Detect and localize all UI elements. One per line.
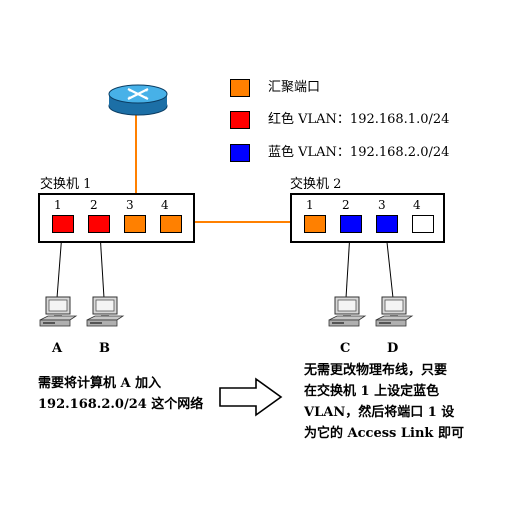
legend-label-trunk: 汇聚端口 xyxy=(268,80,321,95)
pc-d-cable xyxy=(385,232,394,299)
switch2-port3 xyxy=(376,215,398,233)
note-right-line: 无需更改物理布线，只要 xyxy=(304,363,448,378)
pc-a-cable xyxy=(56,232,63,299)
note-right-line: 为它的 Access Link 即可 xyxy=(304,426,464,441)
switch2-port2 xyxy=(340,215,362,233)
right-arrow-icon xyxy=(219,377,283,417)
legend-label-red-vlan: 红色 VLAN：192.168.1.0/24 xyxy=(268,112,450,127)
computer-icon xyxy=(328,296,367,327)
legend-swatch-trunk xyxy=(230,79,250,97)
switch1-port1 xyxy=(52,215,74,233)
computer-d-label: D xyxy=(387,341,399,356)
switch1-port4-number: 4 xyxy=(161,198,169,212)
computer-b-label: B xyxy=(99,341,110,356)
switch1-label: 交换机 1 xyxy=(40,177,92,192)
switch2-port2-number: 2 xyxy=(342,198,350,212)
legend-swatch-blue-vlan xyxy=(230,144,250,162)
legend-swatch-red-vlan xyxy=(230,111,250,129)
note-left: 需要将计算机 A 加入 192.168.2.0/24 这个网络 xyxy=(38,373,203,415)
computer-c-label: C xyxy=(340,341,351,356)
switch2-port4-number: 4 xyxy=(413,198,421,212)
switch2: 1 2 3 4 xyxy=(290,193,445,243)
switch2-port1-number: 1 xyxy=(306,198,314,212)
switch1-port3 xyxy=(124,215,146,233)
note-right-line: VLAN，然后将端口 1 设 xyxy=(304,405,455,420)
switch1-port3-number: 3 xyxy=(126,198,134,212)
router-icon xyxy=(108,84,168,116)
legend-label-blue-vlan: 蓝色 VLAN：192.168.2.0/24 xyxy=(268,145,450,160)
switch1: 1 2 3 4 xyxy=(38,193,195,243)
switch1-port1-number: 1 xyxy=(54,198,62,212)
computer-icon xyxy=(86,296,125,327)
switch2-label: 交换机 2 xyxy=(290,177,342,192)
computer-a-label: A xyxy=(52,341,63,356)
note-left-line: 192.168.2.0/24 这个网络 xyxy=(38,397,204,412)
switch1-port2-number: 2 xyxy=(90,198,98,212)
switch1-port4 xyxy=(160,215,182,233)
computer-icon xyxy=(39,296,78,327)
note-right: 无需更改物理布线，只要 在交换机 1 上设定蓝色 VLAN，然后将端口 1 设 … xyxy=(304,360,464,444)
pc-b-cable xyxy=(99,232,105,299)
pc-c-cable xyxy=(345,232,351,299)
switch2-port4 xyxy=(412,215,434,233)
note-left-line: 需要将计算机 A 加入 xyxy=(38,376,162,391)
switch1-port2 xyxy=(88,215,110,233)
switch2-port3-number: 3 xyxy=(378,198,386,212)
note-right-line: 在交换机 1 上设定蓝色 xyxy=(304,384,440,399)
computer-icon xyxy=(375,296,414,327)
switch2-port1 xyxy=(304,215,326,233)
